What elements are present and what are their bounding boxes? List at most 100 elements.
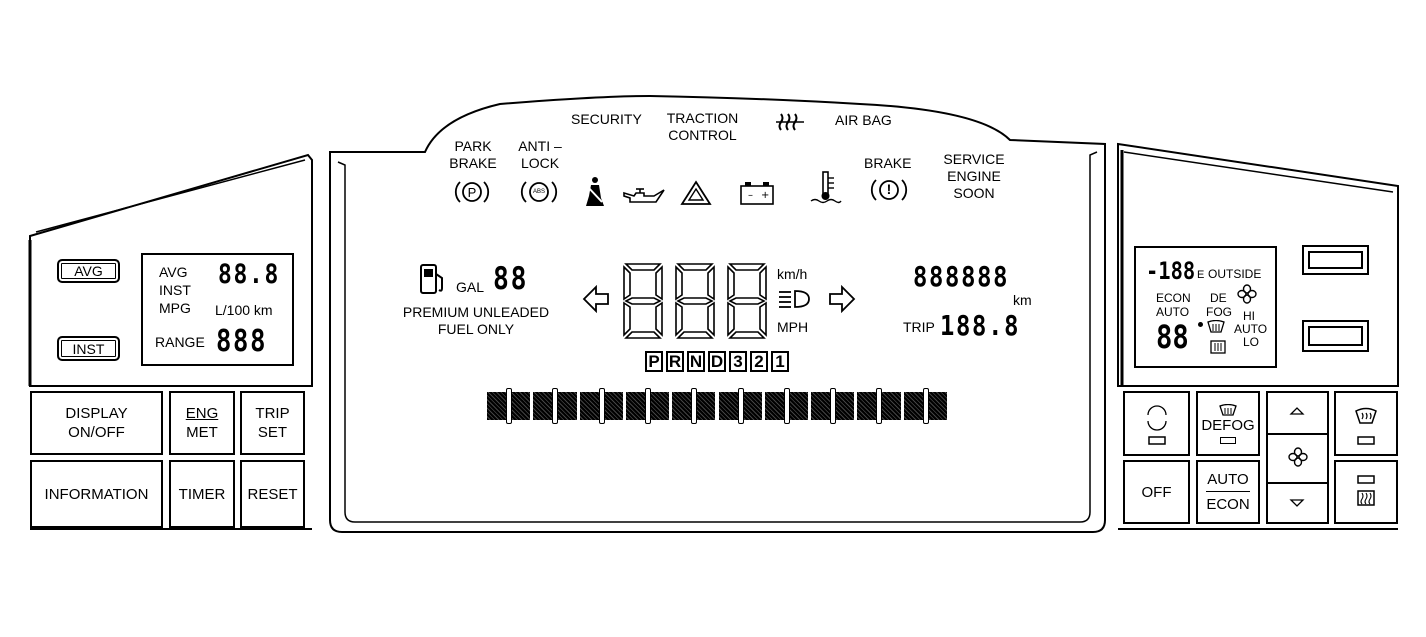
inst-label: INST — [159, 282, 191, 298]
lock-label: LOCK — [520, 155, 560, 171]
anti-label: ANTI – — [518, 138, 562, 154]
front-defrost-button[interactable] — [1334, 391, 1398, 456]
outside-temp-digits: -188 — [1146, 257, 1196, 285]
recirculation-icon — [1146, 404, 1167, 445]
right-turn-signal-icon — [829, 285, 856, 313]
bar-graph-segment — [533, 392, 554, 420]
gear-2: 2 — [750, 351, 768, 372]
fan-up-button[interactable] — [1270, 393, 1325, 431]
coolant-temperature-icon — [810, 171, 842, 204]
speed-digits-outline — [623, 263, 767, 339]
bar-graph-segment — [834, 392, 855, 420]
down-arrow-icon — [1289, 499, 1305, 507]
bar-graph-divider — [922, 388, 929, 424]
display-label: DISPLAY — [65, 405, 128, 422]
park-label: PARK — [454, 138, 492, 154]
service-engine-soon-label: SERVICE ENGINE SOON — [935, 151, 1013, 202]
range-digits: 888 — [216, 324, 268, 359]
degree-dot — [1198, 322, 1203, 327]
defog-indicator — [1220, 436, 1236, 444]
bar-graph-segment — [880, 392, 901, 420]
econ-label: ECON — [1156, 291, 1191, 305]
mph-label: MPH — [777, 319, 809, 335]
eng-met-button[interactable]: ENG MET — [169, 391, 235, 455]
bar-graph-divider — [644, 388, 651, 424]
park-brake-icon — [454, 181, 490, 203]
de-label: DE — [1210, 291, 1227, 305]
bar-graph-divider — [506, 388, 512, 424]
oil-pressure-icon — [623, 188, 665, 203]
bar-graph-segment — [487, 392, 508, 420]
rear-defrost-icon — [1357, 475, 1375, 506]
avg-label: AVG — [159, 264, 188, 280]
km-label: km — [1013, 292, 1032, 308]
air-bag-label: AIR BAG — [835, 112, 892, 128]
avg-button[interactable]: AVG — [57, 259, 120, 283]
bar-graph-segment — [579, 392, 600, 420]
rear-defrost-button[interactable] — [1334, 460, 1398, 524]
outside-label: OUTSIDE — [1208, 267, 1262, 281]
bar-graph-segment — [718, 392, 739, 420]
traction-label: TRACTION — [666, 110, 739, 126]
security-label: SECURITY — [571, 111, 642, 127]
fuel-economy-digits: 88.8 — [218, 259, 281, 290]
bar-graph-segment — [602, 392, 623, 420]
bar-graph-segment — [926, 392, 947, 420]
trip-set-button[interactable]: TRIP SET — [240, 391, 305, 455]
timer-button[interactable]: TIMER — [169, 460, 235, 528]
brake-warning-label: BRAKE — [864, 155, 912, 171]
lower-slot-button[interactable] — [1302, 320, 1369, 352]
hi-label: HI — [1243, 309, 1255, 323]
recirculation-button[interactable] — [1123, 391, 1190, 456]
windshield-defrost-display-icon — [1207, 320, 1225, 333]
service-label: SERVICE — [943, 151, 1005, 167]
information-button[interactable]: INFORMATION — [30, 460, 163, 528]
bar-graph-segment — [741, 392, 762, 420]
bar-graph-divider — [830, 388, 837, 424]
reset-button[interactable]: RESET — [240, 460, 305, 528]
on-off-label: ON/OFF — [68, 424, 125, 441]
gear-1: 1 — [771, 351, 789, 372]
bar-graph-segment — [787, 392, 809, 420]
met-label: MET — [186, 424, 218, 441]
defog-icon — [1219, 403, 1237, 416]
bar-graph-segment — [764, 392, 785, 420]
rear-defrost-display-icon — [1210, 340, 1226, 354]
hazard-icon — [680, 180, 712, 205]
brake-label: BRAKE — [449, 155, 497, 171]
bar-graph-segment — [672, 392, 693, 420]
off-button[interactable]: OFF — [1123, 460, 1190, 524]
premium-fuel-label: PREMIUM UNLEADED FUEL ONLY — [390, 304, 562, 338]
trip-odometer-digits: 188.8 — [940, 309, 1021, 342]
bar-graph-segment — [649, 392, 670, 420]
brake-warning-icon — [870, 179, 908, 201]
soon-label: SOON — [953, 185, 995, 201]
auto-button-label: AUTO — [1206, 470, 1250, 492]
gear-r: R — [666, 351, 684, 372]
bar-graph-divider — [598, 388, 605, 424]
gear-3: 3 — [729, 351, 747, 372]
svg-text:–: – — [748, 190, 753, 201]
control-label: CONTROL — [668, 127, 737, 143]
traction-control-label: TRACTION CONTROL — [660, 110, 745, 144]
defog-button[interactable]: DEFOG — [1196, 391, 1260, 456]
climate-display — [1134, 246, 1277, 368]
svg-text:+: + — [761, 190, 769, 201]
fuel-gallons-digits: 88 — [493, 261, 529, 297]
l-per-100km-label: L/100 km — [215, 302, 273, 318]
display-on-off-button[interactable]: DISPLAY ON/OFF — [30, 391, 163, 455]
bar-graph-divider — [552, 388, 559, 424]
econ-button-label: ECON — [1206, 496, 1250, 513]
auto-econ-button[interactable]: AUTO ECON — [1196, 460, 1260, 524]
fan-down-button[interactable] — [1270, 483, 1325, 521]
gear-p: P — [645, 351, 663, 372]
p-symbol: P — [467, 185, 477, 200]
inst-button[interactable]: INST — [57, 336, 120, 361]
trip-computer-display — [141, 253, 294, 366]
bar-graph-segment — [625, 392, 647, 420]
bar-graph-segment — [811, 392, 832, 420]
front-defrost-icon — [1355, 407, 1377, 445]
upper-slot-button[interactable] — [1302, 245, 1369, 275]
fan-speed-icon — [1288, 447, 1308, 467]
